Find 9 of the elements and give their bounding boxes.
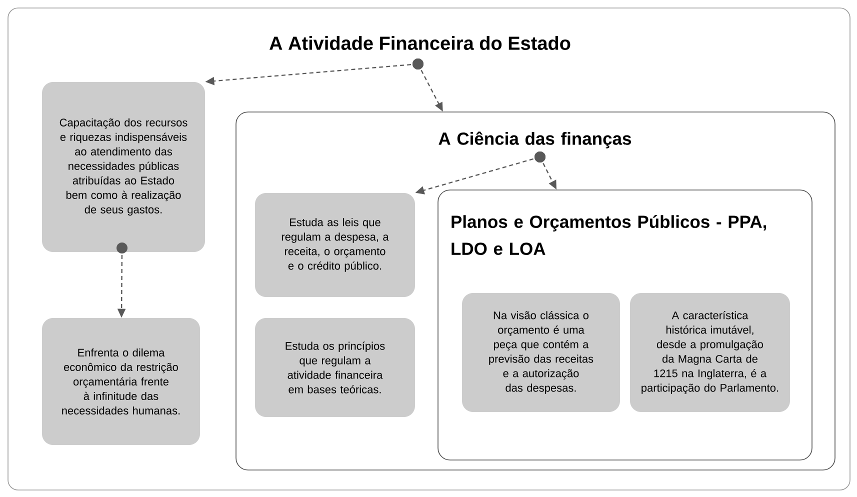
text-box: Estuda os princípios que regulam a atividade financeira em bases teóricas. [255,318,415,417]
panel-heading: A Ciência das finanças [438,132,632,148]
diagram-title: A Atividade Financeira do Estado [270,36,570,50]
text-box: A característica histórica imutável, desde a promulgação da Magna Carta de 1215 na Inglaterra, é a participação do Parlamento. [630,293,790,412]
text-box: Capacitação dos recursos e riquezas indispensáveis ao atendimento das necessidades públicas atribuídas ao Estado bem como à realização de seus gastos. [42,82,205,252]
text-box: Enfrenta o dilema econômico da restrição orçamentária frente à infinitude das necessidades humanas. [42,318,200,445]
text-box: Estuda as leis que regulam a despesa, a receita, o orçamento e o crédito público. [255,193,415,297]
text-box: Na visão clássica o orçamento é uma peça que contém a previsão das receitas e a autorização das despesas. [462,293,620,412]
panel-heading: Planos e Orçamentos Públicos - PPA, LDO e LOA [452,215,766,255]
